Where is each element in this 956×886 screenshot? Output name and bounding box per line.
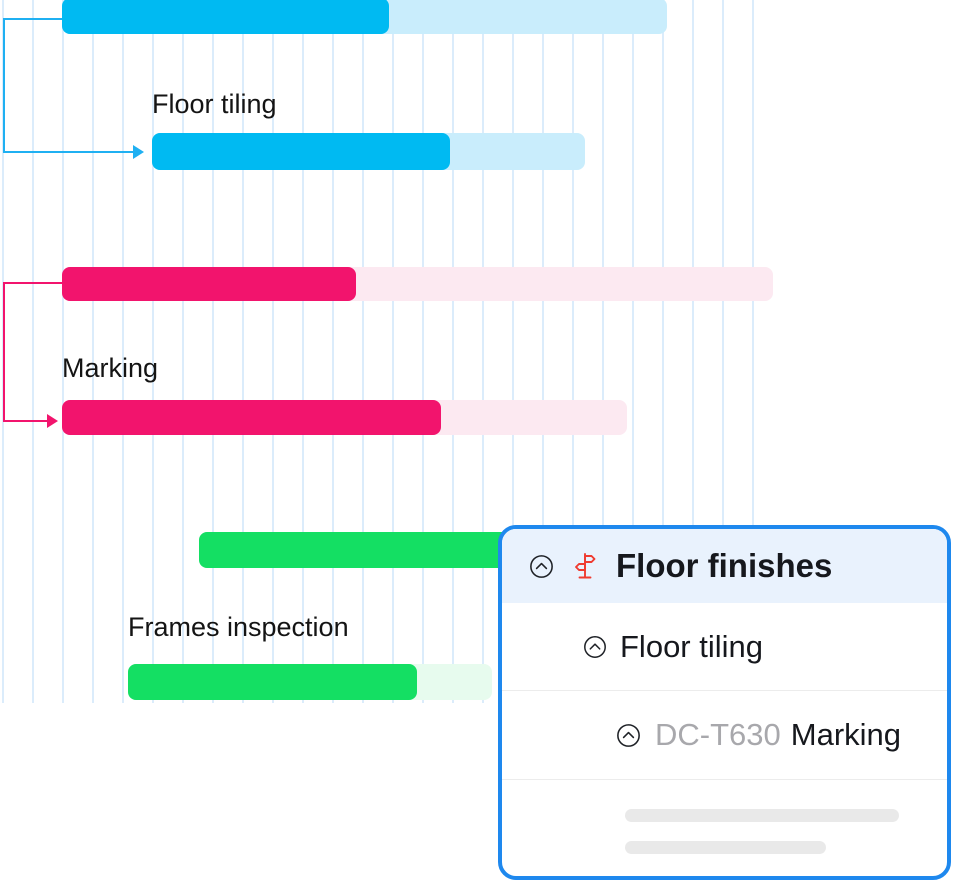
dependency-line-blue xyxy=(3,18,62,20)
popup-row-label: Floor tiling xyxy=(620,628,763,664)
popup-footer xyxy=(502,780,947,876)
skeleton-placeholder-bar xyxy=(625,841,826,854)
task-label-floor-tiling: Floor tiling xyxy=(152,89,277,119)
task-label-marking: Marking xyxy=(62,353,159,383)
skeleton-placeholder-bar xyxy=(625,809,899,822)
task-hierarchy-popup: Floor finishes Floor tiling DC-T630 Mark… xyxy=(498,525,951,880)
popup-row-label: Marking xyxy=(790,717,902,752)
task-bar-progress-blue-summary[interactable] xyxy=(62,0,389,34)
dependency-line-pink xyxy=(3,282,62,284)
popup-row-floor-tiling[interactable]: Floor tiling xyxy=(502,603,947,691)
dependency-arrow-blue xyxy=(133,145,144,159)
chevron-circle-up-icon[interactable] xyxy=(616,723,641,748)
task-bar-progress-floor-tiling[interactable] xyxy=(152,133,450,170)
dependency-line-blue xyxy=(3,151,133,153)
task-bar-progress-marking[interactable] xyxy=(62,400,441,435)
popup-row-marking[interactable]: DC-T630 Marking xyxy=(502,691,947,780)
task-bar-progress-frames-inspection[interactable] xyxy=(128,664,417,700)
chevron-circle-up-icon[interactable] xyxy=(583,635,607,659)
task-bar-progress-pink-summary[interactable] xyxy=(62,267,356,301)
dependency-line-blue xyxy=(3,18,5,153)
popup-header-floor-finishes[interactable]: Floor finishes xyxy=(502,529,947,603)
signpost-icon xyxy=(572,552,598,580)
chevron-circle-up-icon[interactable] xyxy=(529,554,554,579)
task-code-badge: DC-T630 xyxy=(655,717,781,752)
task-bar-progress-green-summary[interactable] xyxy=(199,532,530,568)
dependency-arrow-pink xyxy=(47,414,58,428)
popup-title: Floor finishes xyxy=(616,547,833,584)
dependency-line-pink xyxy=(3,282,5,422)
task-label-frames-inspection: Frames inspection xyxy=(128,612,349,642)
dependency-line-pink xyxy=(3,420,47,422)
